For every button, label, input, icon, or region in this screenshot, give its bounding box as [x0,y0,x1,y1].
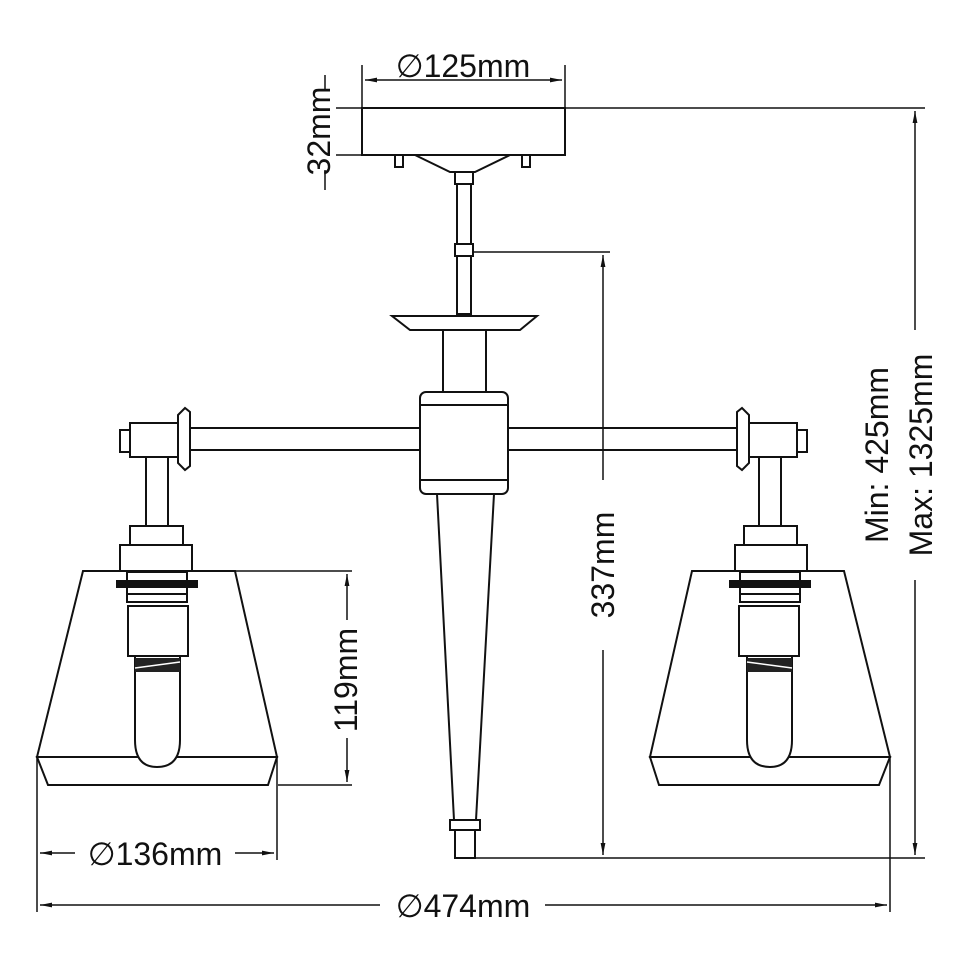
max-height-label: Max: 1325mm [903,354,939,557]
right-lamp [649,407,891,786]
overall-diameter-label: ∅474mm [396,888,531,924]
canopy-height-label: 32mm [301,87,337,176]
shade-height-label: 119mm [328,628,364,732]
canopy-diameter-label: ∅125mm [396,48,531,84]
left-lamp [36,407,278,786]
ceiling-canopy [361,107,566,173]
suspension-rod [454,171,474,315]
shade-diameter-label: ∅136mm [88,836,223,872]
min-height-label: Min: 425mm [859,367,895,543]
body-height-label: 337mm [585,512,621,619]
